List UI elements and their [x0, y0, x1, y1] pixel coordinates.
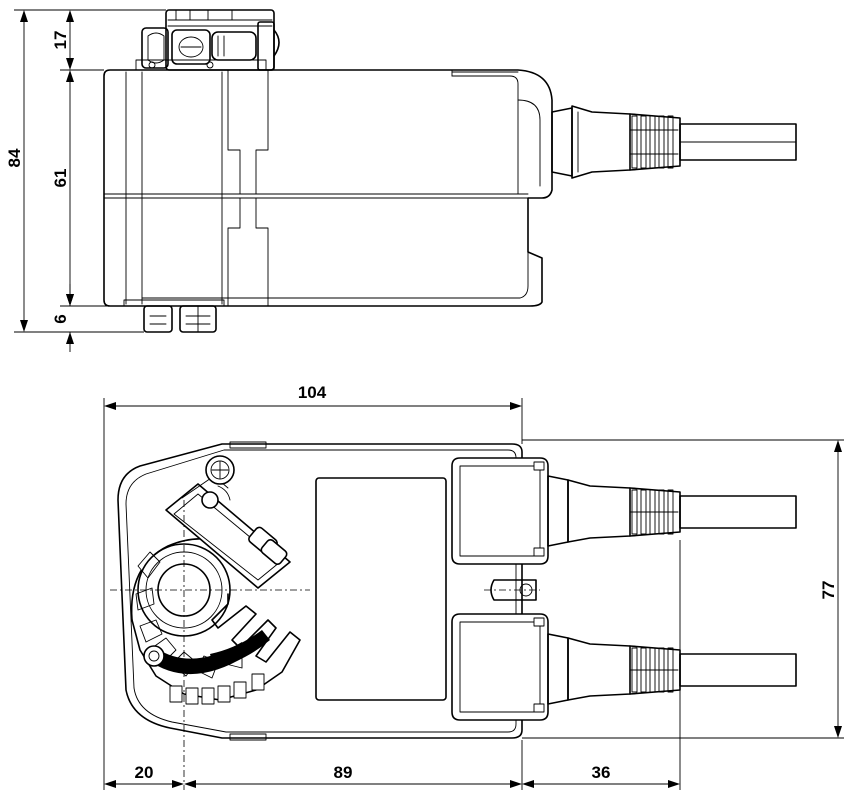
top-extension-lines — [103, 398, 844, 790]
dim-side-61: 61 — [51, 70, 74, 306]
dim-top-36: 36 — [522, 763, 680, 788]
side-extension-lines — [14, 9, 166, 333]
top-connectors — [451, 457, 549, 721]
dim-label-20: 20 — [135, 763, 154, 782]
dim-top-89: 89 — [184, 763, 522, 788]
side-view: 84 17 61 6 — [5, 9, 797, 352]
dim-label-89: 89 — [334, 763, 353, 782]
side-cable — [551, 105, 797, 179]
top-lever-arm — [165, 475, 291, 589]
top-centre-lines — [110, 500, 540, 790]
dim-side-6: 6 — [51, 284, 74, 352]
dim-label-17: 17 — [51, 31, 70, 50]
top-housing — [117, 441, 523, 741]
dim-label-84: 84 — [5, 148, 24, 167]
dim-side-84: 84 — [5, 10, 28, 332]
side-cable-grips — [629, 115, 679, 169]
dim-side-17: 17 — [51, 10, 74, 70]
side-clamp — [135, 9, 280, 71]
dim-label-6: 6 — [51, 314, 70, 323]
dim-top-104: 104 — [104, 383, 522, 410]
dim-top-77: 77 — [819, 440, 842, 738]
side-body — [103, 69, 553, 307]
side-feet — [143, 305, 217, 333]
dim-top-20: 20 — [104, 763, 184, 788]
dim-label-61: 61 — [51, 169, 70, 188]
top-view: 104 77 20 89 36 — [103, 383, 844, 790]
dim-label-104: 104 — [298, 383, 327, 402]
dim-label-36: 36 — [592, 763, 611, 782]
top-cable-upper — [547, 475, 797, 547]
dim-label-77: 77 — [819, 581, 838, 600]
top-gear-mechanism — [130, 455, 301, 705]
top-cable-lower — [547, 633, 797, 705]
